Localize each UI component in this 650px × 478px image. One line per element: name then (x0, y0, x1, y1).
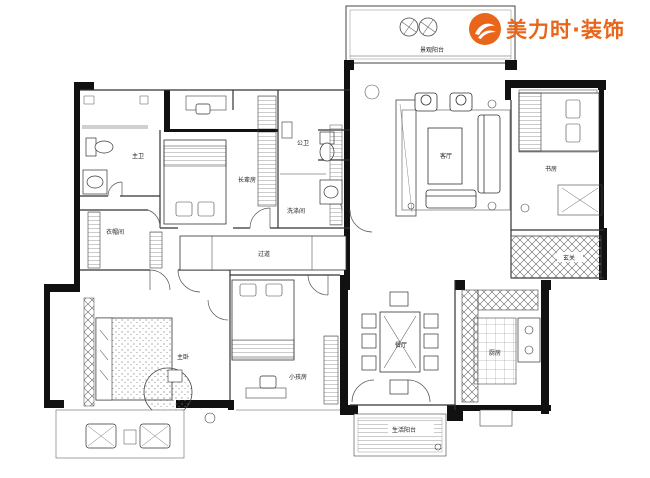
master-bath: 主卫 (82, 95, 149, 195)
study-bed (518, 92, 600, 152)
service-balcony-label: 生活阳台 (392, 426, 416, 434)
kitchen-label: 厨房 (489, 349, 501, 357)
master-bath-label: 主卫 (132, 152, 144, 160)
brand-name: 美力时·装饰 (506, 18, 625, 42)
master-bed (95, 317, 173, 401)
study-label: 书房 (545, 165, 557, 173)
stove-icon (524, 325, 534, 355)
entrance-label: 玄关 (563, 254, 575, 262)
desk-chair (185, 95, 227, 115)
cloakroom-label: 衣帽间 (106, 228, 124, 236)
entrance: 玄关 (510, 235, 602, 279)
study: 书房 (518, 89, 603, 216)
kitchen: 厨房 (461, 289, 541, 427)
second-bedroom: 长辈房 (163, 95, 277, 225)
laundry-label: 洗涤间 (287, 207, 305, 215)
landscape-balcony-label: 景观阳台 (420, 46, 444, 54)
public-bath: 公卫 洗涤间 (280, 121, 343, 226)
washbasin-icon (319, 179, 343, 205)
dining-room: 餐厅 (361, 291, 439, 395)
public-bath-label: 公卫 (297, 140, 309, 147)
corridor-label: 过道 (258, 250, 270, 258)
toilet-icon (85, 137, 114, 157)
second-bedroom-label: 长辈房 (238, 176, 256, 184)
lounge-chair (85, 423, 171, 449)
master-bedroom: 主卧 (83, 297, 216, 424)
brand: 美力时·装饰 (468, 12, 625, 46)
armchair (414, 92, 473, 112)
corridor: 过道 (179, 235, 347, 271)
exterior-walls (44, 60, 607, 421)
small-bedroom-label: 小孩房 (289, 373, 307, 381)
dining-room-label: 餐厅 (395, 341, 407, 349)
dining-chairs (361, 291, 439, 395)
sink-icon (82, 169, 108, 195)
small-bedroom: 小孩房 (231, 279, 340, 411)
cloakroom: 衣帽间 (87, 211, 163, 269)
service-balcony: 生活阳台 (353, 413, 447, 457)
double-bed (163, 139, 227, 225)
brand-logo-icon (469, 13, 501, 45)
living-room-label: 客厅 (440, 152, 452, 160)
child-bed (231, 279, 295, 361)
round-planter (399, 17, 438, 37)
living-room: 客厅 (364, 84, 511, 217)
master-balcony (55, 409, 185, 459)
sofa (425, 114, 501, 209)
master-bedroom-label: 主卧 (177, 353, 189, 361)
